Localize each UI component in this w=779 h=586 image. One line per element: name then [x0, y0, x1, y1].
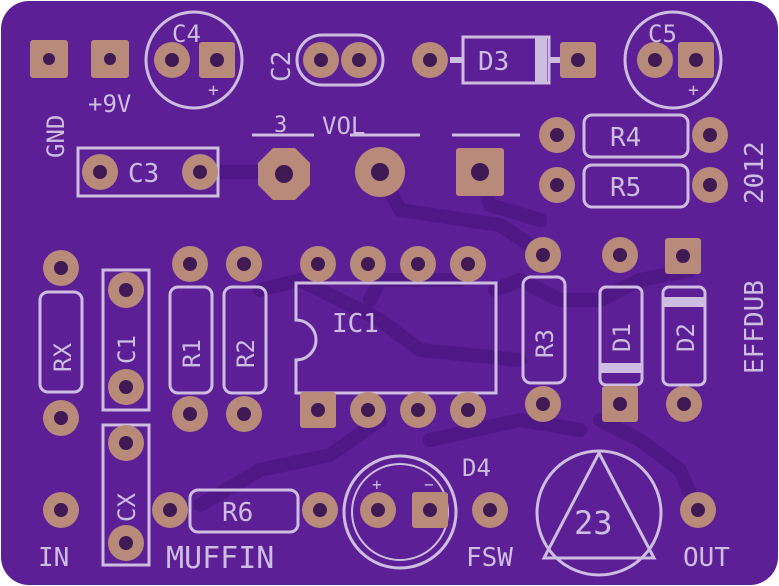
label-r6: R6 [222, 498, 253, 528]
r2-outline [222, 285, 268, 395]
c1-outline [101, 268, 151, 412]
d2-outline [661, 285, 707, 387]
label-effdub: EFFDUB [740, 280, 770, 374]
d1-band [600, 363, 642, 373]
label-gnd: GND [42, 115, 70, 158]
label-d4-plus: + [372, 475, 382, 494]
label-muffin: MUFFIN [166, 541, 274, 576]
drill-holes [43, 53, 717, 550]
c5-outline [623, 10, 723, 110]
label-pot-3: 3 [274, 113, 287, 138]
label-r3: R3 [531, 329, 559, 358]
label-d1: D1 [608, 323, 636, 352]
r5-outline [582, 163, 690, 209]
silk-text: C4 C5 + + C2 D3 GND +9V C3 3 VOL R4 R5 2… [38, 20, 770, 576]
rx-outline [38, 290, 84, 394]
label-in: IN [38, 543, 69, 573]
r1-outline [168, 285, 214, 395]
r4-outline [582, 113, 690, 159]
label-c2: C2 [267, 51, 297, 82]
label-rx: RX [49, 343, 77, 372]
c4-outline [144, 10, 244, 110]
label-c4-plus: + [208, 80, 219, 101]
ic1-outline [294, 281, 498, 395]
logo-triangle [541, 449, 657, 560]
d2-band [663, 297, 705, 307]
label-r1: R1 [178, 339, 206, 368]
d3-lead-left [450, 57, 464, 63]
label-d4: D4 [462, 454, 491, 482]
label-c5: C5 [648, 20, 677, 48]
label-c1: C1 [113, 335, 141, 364]
c2-outline [295, 33, 385, 87]
label-r5: R5 [610, 173, 641, 203]
label-fsw: FSW [466, 543, 513, 573]
d3-lead-right [549, 57, 563, 63]
r3-outline [521, 275, 567, 385]
d4-outline [342, 454, 458, 570]
label-c4: C4 [172, 20, 201, 48]
label-r2: R2 [232, 339, 260, 368]
diode-bands [450, 37, 705, 373]
copper-traces [193, 165, 702, 512]
logo-number: 23 [574, 504, 613, 542]
label-out: OUT [683, 543, 730, 573]
label-d4-minus: − [424, 475, 434, 494]
label-r4: R4 [610, 123, 641, 153]
label-cx: CX [113, 493, 141, 522]
label-year: 2012 [740, 141, 770, 204]
pads [30, 40, 728, 561]
r6-outline [188, 488, 300, 534]
label-ic1: IC1 [332, 309, 379, 339]
label-c3: C3 [128, 159, 159, 189]
d3-band [535, 37, 547, 83]
label-d3: D3 [478, 47, 509, 77]
label-c5-plus: + [688, 80, 699, 101]
d1-outline [598, 285, 644, 387]
label-d2: D2 [672, 323, 700, 352]
label-vol: VOL [322, 112, 365, 140]
label-9v: +9V [88, 90, 131, 118]
